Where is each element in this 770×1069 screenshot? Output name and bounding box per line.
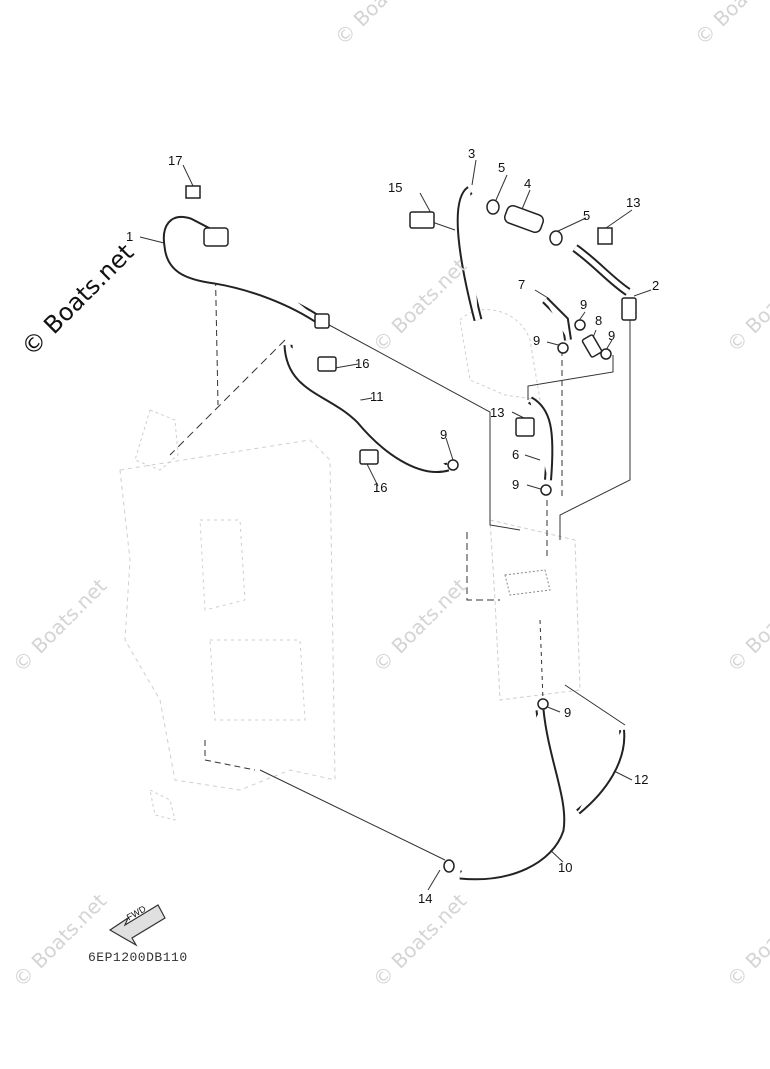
callout-9: 9	[440, 427, 448, 442]
clip-16-top	[317, 356, 337, 372]
clamp-5-left	[486, 199, 500, 215]
fwd-arrow	[108, 904, 166, 947]
connector-1	[203, 227, 229, 247]
callout-5: 5	[498, 160, 506, 175]
connector-2	[621, 297, 637, 321]
clamp-15	[409, 211, 435, 229]
hoses	[162, 186, 631, 881]
callout-13: 13	[490, 405, 505, 420]
callout-9: 9	[512, 477, 520, 492]
valve-8	[581, 334, 603, 358]
callout-4: 4	[524, 176, 532, 191]
callout-17: 17	[168, 153, 183, 168]
clip-16-bottom	[359, 449, 379, 465]
clamp-9-f	[537, 698, 549, 710]
hose-end-1	[314, 313, 330, 329]
clip-17	[185, 185, 201, 199]
joint-14	[443, 859, 455, 873]
clip-13-mid	[515, 417, 535, 437]
clamp-5-right	[549, 230, 563, 246]
callout-9: 9	[533, 333, 541, 348]
callout-2: 2	[652, 278, 660, 293]
callout-16: 16	[373, 480, 388, 495]
callout-10: 10	[558, 860, 573, 875]
callout-12: 12	[634, 772, 649, 787]
callout-9: 9	[608, 328, 616, 343]
engine-block-outline	[119, 309, 581, 821]
clamp-9-d	[447, 459, 459, 471]
callout-16: 16	[355, 356, 370, 371]
callout-6: 6	[512, 447, 520, 462]
callout-8: 8	[595, 313, 603, 328]
callout-9: 9	[580, 297, 588, 312]
callout-14: 14	[418, 891, 433, 906]
callout-13: 13	[626, 195, 641, 210]
callout-9: 9	[564, 705, 572, 720]
clamp-9-e	[540, 484, 552, 496]
callout-11: 11	[370, 389, 384, 404]
callout-1: 1	[126, 229, 134, 244]
part-code: 6EP1200DB110	[88, 950, 188, 965]
fittings-and-clips	[185, 185, 637, 873]
callout-7: 7	[518, 277, 526, 292]
callout-3: 3	[468, 146, 476, 161]
clamp-9-b	[600, 348, 612, 360]
clip-13-top	[597, 227, 613, 245]
callout-5: 5	[583, 208, 591, 223]
fuel-filter-4	[504, 204, 544, 234]
callout-15: 15	[388, 180, 403, 195]
clamp-9-c	[557, 342, 569, 354]
clamp-9-a	[574, 319, 586, 331]
